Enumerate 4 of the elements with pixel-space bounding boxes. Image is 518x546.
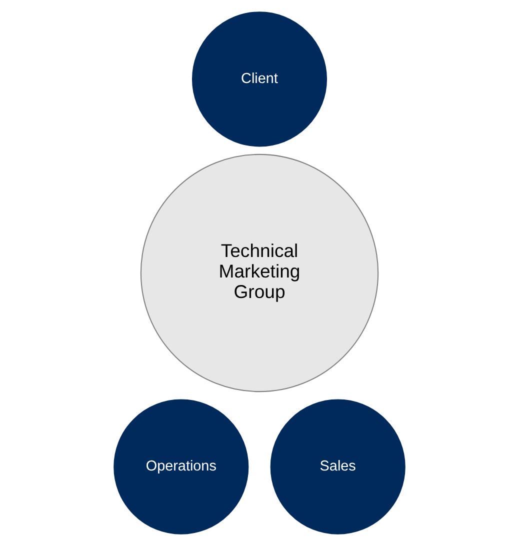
node-circle: Technical Marketing Group <box>140 154 378 392</box>
node-circle: Operations <box>113 399 248 534</box>
node-circle: Client <box>191 12 327 147</box>
node-circle: Sales <box>270 399 405 534</box>
